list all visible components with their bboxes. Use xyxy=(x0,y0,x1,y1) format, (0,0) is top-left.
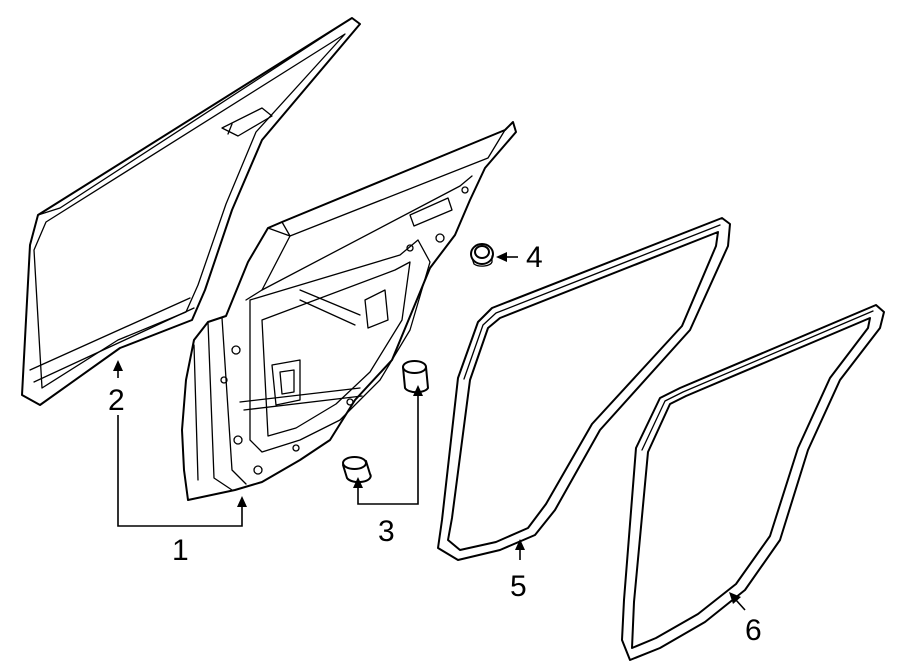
arrow-6 xyxy=(729,592,741,604)
door-opening-weatherstrip-icon xyxy=(621,304,885,661)
leader-6 xyxy=(735,599,746,611)
door-body-weatherstrip-icon xyxy=(437,217,731,561)
leader-3 xyxy=(357,394,419,505)
callout-5: 5 xyxy=(510,570,527,603)
plug-icon xyxy=(342,360,429,484)
callout-1: 1 xyxy=(172,534,189,567)
leader-lines xyxy=(113,252,746,611)
callout-2: 2 xyxy=(108,384,125,417)
arrow-1 xyxy=(237,496,247,507)
outer-door-panel-icon xyxy=(21,17,361,406)
arrow-5 xyxy=(515,539,525,550)
arrow-4 xyxy=(496,252,507,262)
door-shell-icon xyxy=(181,121,517,501)
callout-6: 6 xyxy=(745,614,762,647)
callout-3: 3 xyxy=(378,515,395,548)
arrow-3b xyxy=(413,385,423,396)
callout-4: 4 xyxy=(526,241,543,274)
arrow-2 xyxy=(113,360,123,371)
arrow-3a xyxy=(353,477,363,488)
grommet-icon xyxy=(470,243,494,267)
leader-1 xyxy=(117,415,243,527)
